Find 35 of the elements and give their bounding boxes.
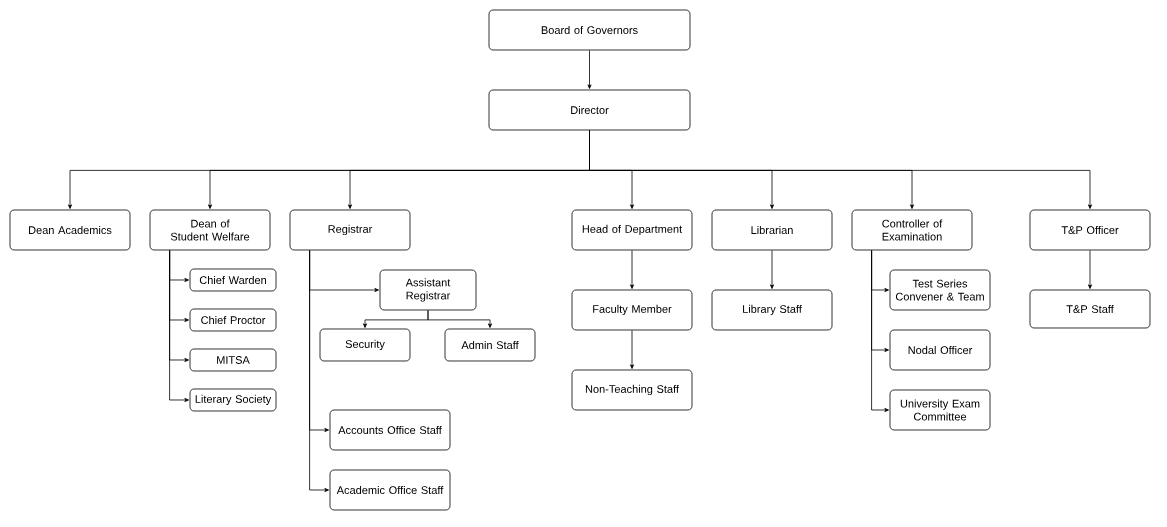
connector-arrow (770, 250, 774, 289)
org-box: Chief Proctor (189, 308, 277, 332)
org-box: Security (319, 328, 411, 362)
connector-arrow (630, 330, 634, 369)
org-box: Non-Teaching Staff (571, 369, 693, 411)
connector-arrow (1088, 250, 1092, 289)
connector-arrow (871, 250, 889, 412)
connector-arrow (309, 250, 329, 492)
org-box: T&P Officer (1029, 209, 1151, 251)
connector-arrow (169, 250, 189, 402)
connector-arrow (587, 50, 592, 89)
org-box: Dean of Student Welfare (149, 209, 271, 251)
org-box: Accounts Office Staff (329, 409, 451, 451)
org-box: Academic Office Staff (329, 469, 451, 511)
org-box: Library Staff (711, 289, 833, 331)
org-box: Faculty Member (571, 289, 693, 331)
org-box: Registrar (289, 209, 411, 251)
org-box: Director (488, 89, 691, 131)
org-box: Controller of Examination (851, 209, 973, 251)
connector-arrow (589, 130, 1092, 209)
org-box: Assistant Registrar (379, 269, 477, 311)
org-box: Board of Governors (488, 9, 691, 51)
org-box: Chief Warden (189, 268, 277, 292)
org-box: T&P Staff (1029, 289, 1151, 329)
org-box: Librarian (711, 209, 833, 251)
connector-arrow (427, 310, 492, 328)
org-box: Head of Department (571, 209, 693, 251)
org-box: Nodal Officer (889, 329, 991, 371)
org-box: University Exam Committee (889, 389, 991, 431)
connector-arrow (630, 250, 634, 289)
org-box: Literary Society (189, 388, 277, 412)
org-box: Test Series Convener & Team (889, 269, 991, 311)
org-box: Admin Staff (444, 328, 536, 362)
org-box: Dean Academics (9, 209, 131, 251)
org-box: MITSA (189, 348, 277, 372)
